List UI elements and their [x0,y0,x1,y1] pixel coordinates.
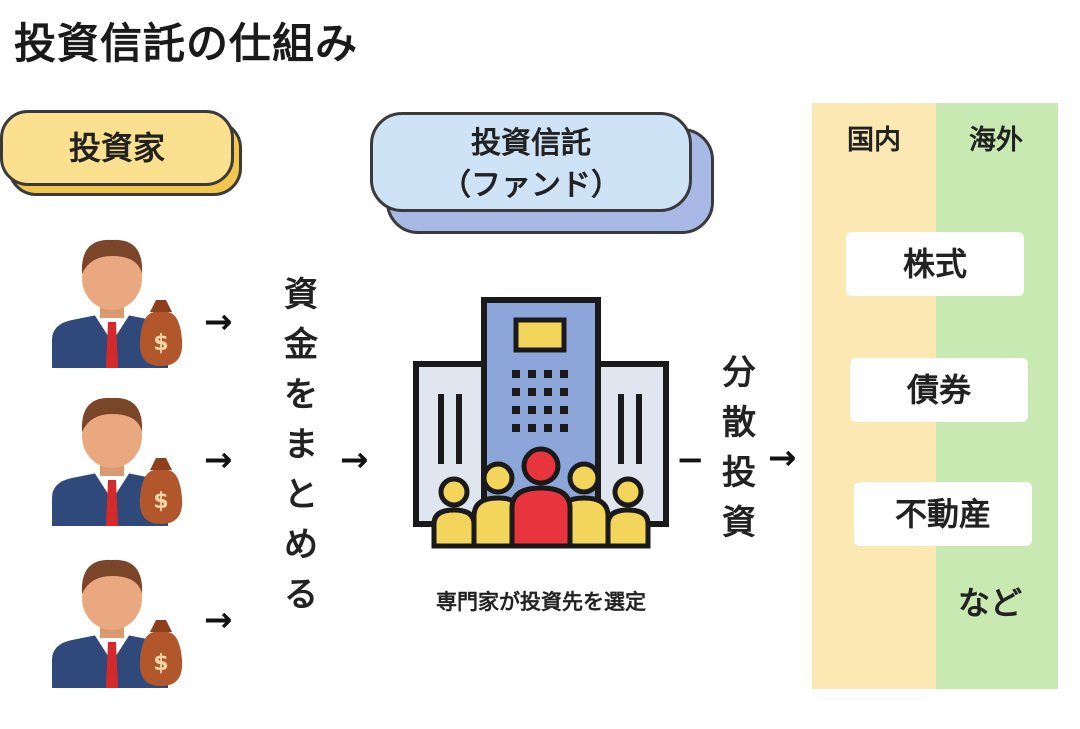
fund-label-line1: 投資信託 [471,126,591,161]
pool-char: め [284,525,318,565]
overseas-header: 海外 [969,125,1023,156]
investor-icon: $ [52,397,183,526]
fund-label: 投資信託 （ファンド） [370,112,692,212]
arrow-right: → [204,600,233,640]
diversify-char: 投 [722,453,756,493]
diversify-char: 資 [722,503,756,543]
arrow-right: → [768,438,797,478]
asset-bonds: 債券 [850,358,1028,422]
pool-funds-text: 資 金 を ま と め る [278,270,324,620]
page-title: 投資信託の仕組み [14,19,359,68]
pool-char: 資 [284,275,318,315]
pool-char: ま [284,425,318,465]
diversify-char: 散 [722,403,756,443]
building-icon [413,297,669,549]
pool-char: と [284,475,318,515]
arrow-right: → [204,440,233,480]
investor-icon: $ [52,559,183,688]
arrow-right: → [340,440,369,480]
diversify-char: 分 [722,353,756,393]
investor-label: 投資家 [0,110,234,186]
svg-text:$: $ [153,331,168,356]
domestic-header: 国内 [847,125,901,156]
connector-dash: − [676,440,705,480]
fund-label-line2: （ファンド） [441,168,621,203]
investor-icon: $ [52,239,183,368]
svg-text:$: $ [153,651,168,676]
diversify-text: 分 散 投 資 [716,348,762,548]
svg-text:$: $ [153,489,168,514]
pool-char: る [284,575,318,615]
pool-char: を [284,375,318,415]
arrow-right: → [204,302,233,342]
etc-label: など [958,584,1023,622]
asset-real-estate: 不動産 [854,482,1032,546]
pool-char: 金 [284,325,318,365]
expert-caption: 専門家が投資先を選定 [436,590,646,614]
asset-stocks: 株式 [846,232,1024,296]
